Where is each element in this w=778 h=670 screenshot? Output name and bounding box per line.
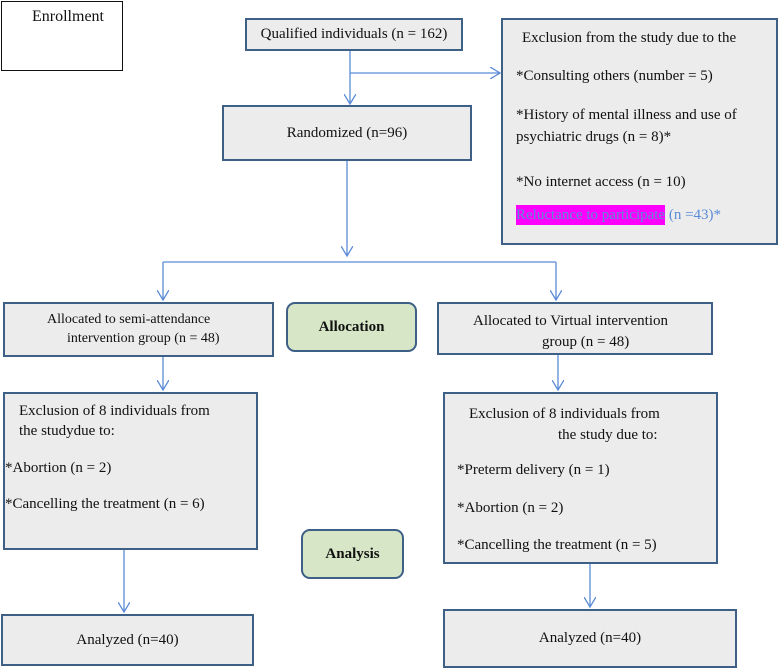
right-reason-abortion: *Abortion (n = 2) bbox=[457, 500, 564, 516]
right-allocated-line2: group (n = 48) bbox=[542, 334, 630, 350]
qualified-box: Qualified individuals (n = 162) bbox=[245, 18, 463, 51]
exclusion-item-mental-illness-2: psychiatric drugs (n = 8)* bbox=[516, 129, 672, 145]
left-exclusion-box: Exclusion of 8 individuals from the stud… bbox=[3, 392, 258, 550]
reluctance-count: (n =43)* bbox=[665, 207, 722, 223]
allocation-label: Allocation bbox=[286, 302, 417, 352]
left-allocated-box: Allocated to semi-attendance interventio… bbox=[3, 302, 274, 357]
reluctance-highlight: Reluctance to participate bbox=[516, 205, 666, 225]
allocation-text: Allocation bbox=[318, 318, 385, 335]
exclusion-item-mental-illness-1: *History of mental illness and use of bbox=[516, 107, 737, 123]
right-exclusion-box: Exclusion of 8 individuals from the stud… bbox=[443, 392, 718, 564]
analysis-text: Analysis bbox=[325, 545, 380, 562]
exclusion-title: Exclusion from the study due to the bbox=[522, 30, 737, 46]
left-exclusion-line1: Exclusion of 8 individuals from bbox=[19, 403, 210, 419]
qualified-text: Qualified individuals (n = 162) bbox=[260, 26, 448, 43]
exclusion-box: Exclusion from the study due to the *Con… bbox=[501, 18, 778, 245]
left-allocated-line1: Allocated to semi-attendance bbox=[47, 312, 211, 327]
left-analyzed-text: Analyzed (n=40) bbox=[76, 631, 179, 648]
randomized-box: Randomized (n=96) bbox=[222, 105, 472, 161]
right-allocated-line1: Allocated to Virtual intervention bbox=[473, 313, 669, 329]
right-exclusion-line2: the study due to: bbox=[558, 427, 658, 443]
right-reason-cancelling: *Cancelling the treatment (n = 5) bbox=[457, 537, 657, 553]
right-allocated-box: Allocated to Virtual intervention group … bbox=[437, 302, 713, 355]
exclusion-item-consulting: *Consulting others (number = 5) bbox=[516, 68, 713, 84]
left-allocated-line2: intervention group (n = 48) bbox=[67, 331, 220, 346]
right-analyzed-text: Analyzed (n=40) bbox=[538, 630, 642, 647]
left-exclusion-line2: the studydue to: bbox=[19, 423, 115, 439]
right-analyzed-box: Analyzed (n=40) bbox=[443, 609, 737, 668]
exclusion-item-reluctance: Reluctance to participate (n =43)* bbox=[516, 205, 721, 225]
right-reason-preterm: *Preterm delivery (n = 1) bbox=[457, 462, 610, 478]
left-reason-abortion: *Abortion (n = 2) bbox=[5, 460, 112, 476]
left-analyzed-box: Analyzed (n=40) bbox=[1, 614, 254, 666]
enrollment-label: Enrollment bbox=[1, 1, 123, 71]
exclusion-item-internet: *No internet access (n = 10) bbox=[516, 174, 686, 190]
enrollment-text: Enrollment bbox=[32, 8, 104, 25]
randomized-text: Randomized (n=96) bbox=[286, 124, 408, 141]
analysis-label: Analysis bbox=[301, 529, 404, 579]
left-reason-cancelling: *Cancelling the treatment (n = 6) bbox=[5, 496, 205, 512]
right-exclusion-line1: Exclusion of 8 individuals from bbox=[469, 406, 660, 422]
